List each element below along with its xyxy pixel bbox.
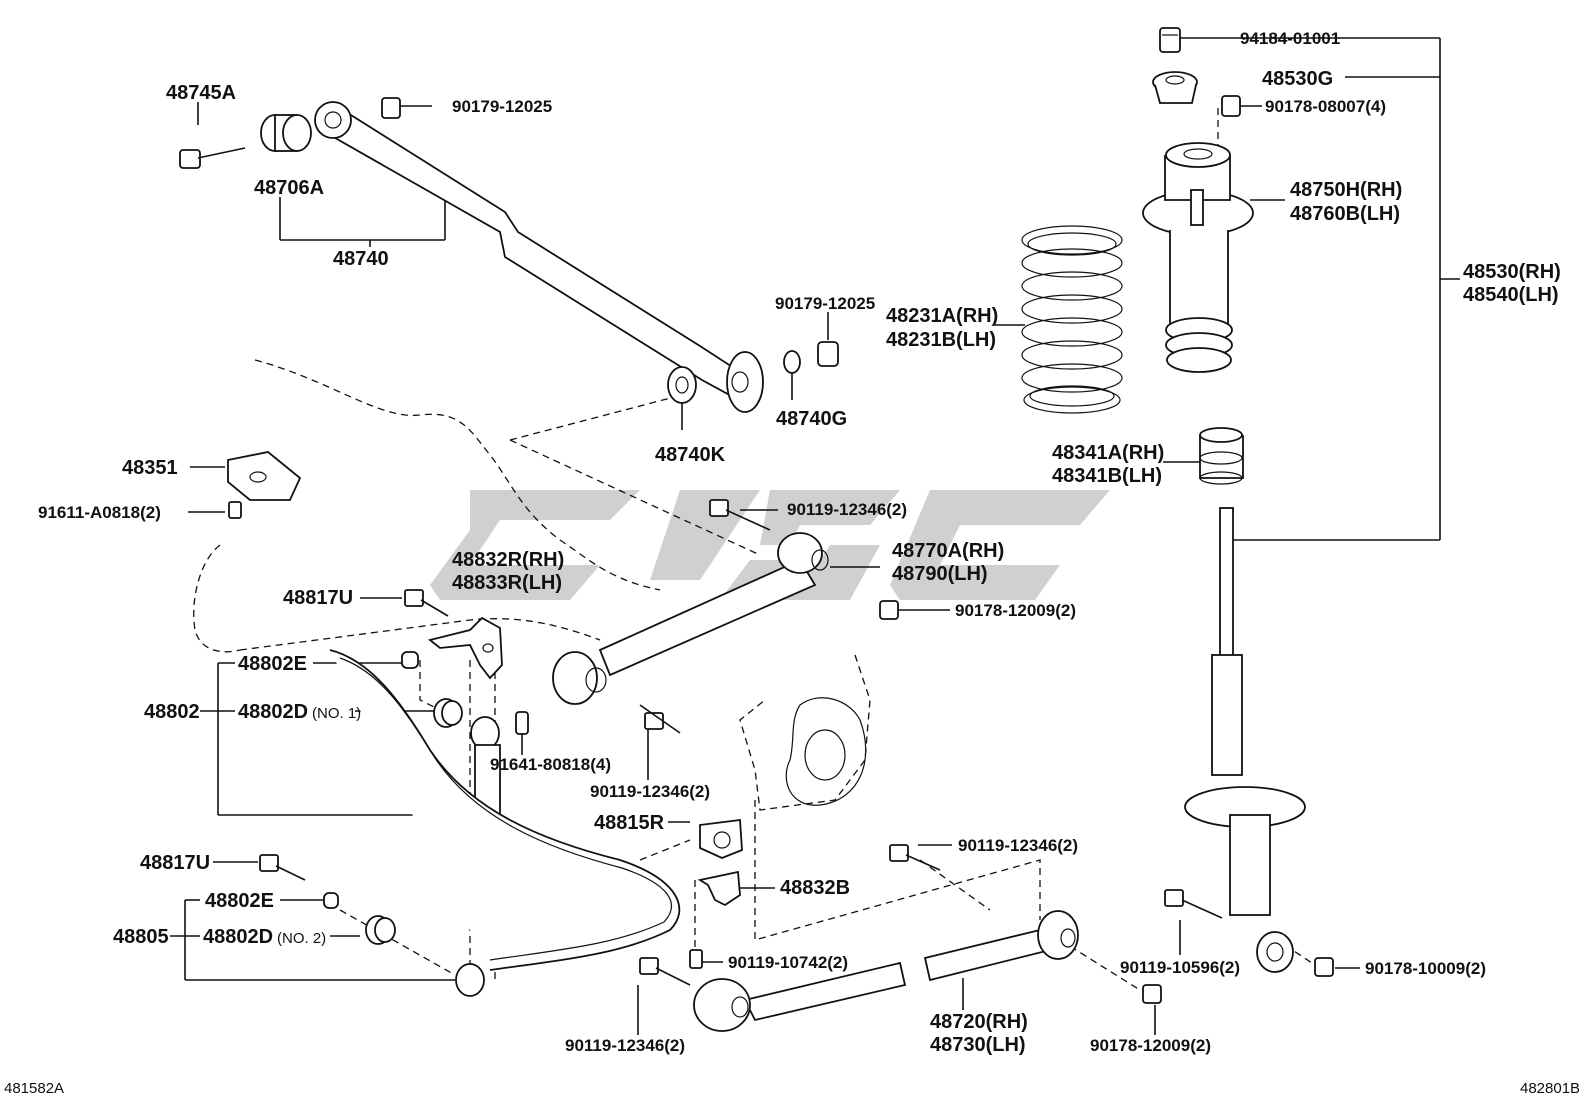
label-48720[interactable]: 48720(RH): [930, 1011, 1028, 1033]
label-90119-12346-c[interactable]: 90119-12346(2): [958, 836, 1078, 855]
coil-spring-48231: [1021, 225, 1123, 414]
bushing-48802D-a: [433, 698, 463, 728]
label-48815R[interactable]: 48815R: [594, 812, 665, 834]
label-48802[interactable]: 48802: [144, 701, 200, 723]
label-90119-10596[interactable]: 90119-10596(2): [1120, 958, 1240, 977]
bushing-48802E-a: [401, 651, 419, 669]
label-48740G[interactable]: 48740G: [776, 408, 847, 430]
label-48341A[interactable]: 48341A(RH): [1052, 442, 1164, 464]
label-48706A[interactable]: 48706A: [254, 177, 324, 199]
illustration-code-right: 482801B: [1520, 1080, 1580, 1097]
label-48832B[interactable]: 48832B: [780, 877, 850, 899]
label-48770A[interactable]: 48770A(RH): [892, 540, 1004, 562]
bushing-48815R: [699, 818, 743, 859]
shock-absorber: [1184, 507, 1306, 973]
bracket-48351: [227, 451, 302, 501]
label-48341B[interactable]: 48341B(LH): [1052, 465, 1162, 487]
label-48540[interactable]: 48540(LH): [1463, 284, 1559, 306]
label-48231B[interactable]: 48231B(LH): [886, 329, 996, 351]
bolt-90119-10742: [689, 949, 703, 969]
bolt-91611: [228, 501, 242, 519]
bushing-48802E-b: [323, 892, 339, 909]
label-90178-12009-a[interactable]: 90178-12009(2): [955, 601, 1076, 620]
label-48745A[interactable]: 48745A: [166, 82, 236, 104]
nut-90178-12009-b: [1142, 984, 1162, 1004]
label-48790[interactable]: 48790(LH): [892, 563, 988, 585]
bolt-90119-10596: [1164, 889, 1223, 919]
label-94184[interactable]: 94184-01001: [1240, 29, 1340, 48]
bushing-48802D-b: [365, 915, 396, 945]
label-no2: (NO. 2): [277, 930, 326, 947]
label-90179-12025-a[interactable]: 90179-12025: [452, 97, 552, 116]
label-90119-12346-b[interactable]: 90119-12346(2): [590, 782, 710, 801]
label-48351[interactable]: 48351: [122, 457, 178, 479]
bolt-91641-80818: [515, 711, 529, 735]
label-48760B[interactable]: 48760B(LH): [1290, 203, 1400, 225]
label-90178-12009-b[interactable]: 90178-12009(2): [1090, 1036, 1211, 1055]
shock-mount-48750H: [1142, 142, 1254, 373]
label-90178-10009[interactable]: 90178-10009(2): [1365, 959, 1486, 978]
label-48802D-a[interactable]: 48802D: [238, 701, 308, 723]
label-48530G[interactable]: 48530G: [1262, 68, 1333, 90]
label-48817U-b[interactable]: 48817U: [140, 852, 210, 874]
nut-94184: [1159, 27, 1181, 53]
bolt-48745A: [179, 147, 246, 169]
lateral-rod-48770A: [552, 532, 829, 705]
label-48740[interactable]: 48740: [333, 248, 389, 270]
bracket-48832R: [428, 616, 503, 680]
label-91611[interactable]: 91611-A0818(2): [38, 503, 161, 522]
nut-90179-12025-a: [381, 97, 401, 119]
bolt-90119-12346-a: [709, 499, 771, 531]
label-48530[interactable]: 48530(RH): [1463, 261, 1561, 283]
label-48802E-a[interactable]: 48802E: [238, 653, 307, 675]
bushing-48706A: [260, 114, 312, 152]
label-48817U-a[interactable]: 48817U: [283, 587, 353, 609]
knuckle-outline: [785, 697, 867, 806]
label-48730[interactable]: 48730(LH): [930, 1034, 1026, 1056]
leader-lines: [170, 37, 1460, 1035]
label-90179-12025-b[interactable]: 90179-12025: [775, 294, 875, 313]
label-48740K[interactable]: 48740K: [655, 444, 726, 466]
label-90178-08007[interactable]: 90178-08007(4): [1265, 97, 1386, 116]
label-90119-10742[interactable]: 90119-10742(2): [728, 953, 848, 972]
part-drawings: [179, 27, 1334, 1032]
bolt-48817U-b: [259, 854, 306, 881]
nut-90179-12025-b: [817, 341, 839, 367]
washer-48740G: [783, 350, 801, 374]
nut-90178-08007: [1221, 95, 1241, 117]
part-labels: 94184-01001 48530G 90178-08007(4) 48750H…: [4, 29, 1580, 1097]
lower-arm-48720: [693, 910, 1079, 1032]
label-90119-12346-d[interactable]: 90119-12346(2): [565, 1036, 685, 1055]
label-48832R[interactable]: 48832R(RH): [452, 549, 564, 571]
bolt-90119-12346-c: [889, 844, 941, 871]
label-48805[interactable]: 48805: [113, 926, 169, 948]
bolt-90119-12346-d: [639, 957, 691, 986]
nut-90178-12009-a: [879, 600, 899, 620]
bushing-48740K: [667, 366, 697, 404]
label-48833R[interactable]: 48833R(LH): [452, 572, 562, 594]
label-48802E-b[interactable]: 48802E: [205, 890, 274, 912]
bump-stop-48341: [1199, 427, 1244, 485]
stabilizer-bar: [329, 649, 681, 997]
nut-90178-10009: [1314, 957, 1334, 977]
label-48231A[interactable]: 48231A(RH): [886, 305, 998, 327]
label-no1: (NO. 1): [312, 705, 361, 722]
bracket-48832B: [697, 870, 741, 907]
bolt-90119-12346-b: [639, 704, 681, 734]
label-91641[interactable]: 91641-80818(4): [490, 755, 611, 774]
cup-48530G: [1152, 71, 1198, 104]
label-48750H[interactable]: 48750H(RH): [1290, 179, 1402, 201]
upper-arm-48740: [314, 101, 764, 413]
illustration-code-left: 481582A: [4, 1080, 64, 1097]
label-90119-12346-a[interactable]: 90119-12346(2): [787, 500, 907, 519]
label-48802D-b[interactable]: 48802D: [203, 926, 273, 948]
bolt-48817U-a: [404, 589, 449, 617]
